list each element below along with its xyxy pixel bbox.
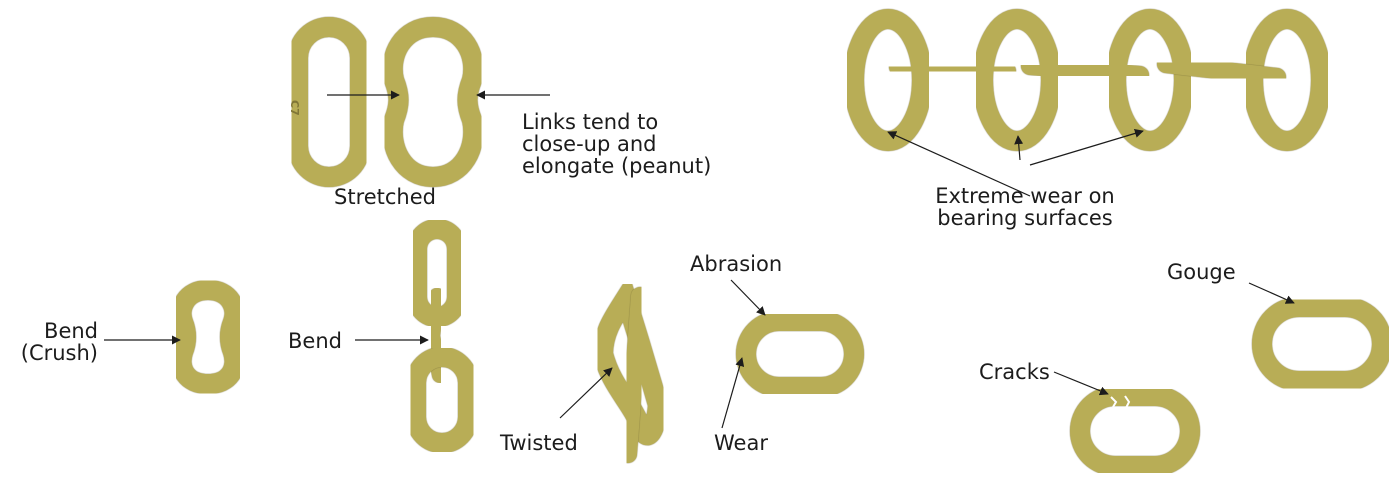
bend-crush-label: Bend (Crush) — [0, 320, 98, 364]
connector-link-1 — [898, 67, 1007, 71]
bend-crush-chain — [182, 228, 235, 457]
peanut-label: Links tend to close-up and elongate (pea… — [522, 111, 762, 177]
abrasion-arrow — [731, 280, 765, 315]
gouged-link-body — [1262, 307, 1382, 381]
c7-stamp: C7 — [288, 100, 301, 116]
wear-label: Wear — [714, 432, 794, 454]
cracked-link-body — [1080, 396, 1190, 466]
normal-link — [298, 27, 360, 177]
worn-link-2 — [983, 19, 1051, 141]
stretched-label: Stretched — [310, 186, 460, 208]
bend-chain — [416, 229, 468, 443]
worn-chain — [854, 19, 1321, 141]
abrasion-wear-chain — [746, 321, 944, 480]
peanut-link — [393, 27, 474, 177]
twisted-link — [603, 296, 658, 454]
worn-link-1 — [854, 19, 922, 141]
connector-link-2 — [1030, 66, 1140, 75]
abrasion-label: Abrasion — [690, 253, 810, 275]
bend-label: Bend — [288, 330, 358, 352]
twisted-arrow — [560, 368, 612, 418]
gouged-link — [1262, 307, 1382, 381]
extreme-wear-label: Extreme wear on bearing surfaces — [870, 185, 1180, 229]
gouge-label: Gouge — [1167, 261, 1257, 283]
twisted-rod — [628, 296, 640, 454]
gouge-arrow — [1249, 283, 1294, 303]
wear-arrow — [722, 358, 742, 428]
twisted-label: Twisted — [500, 432, 600, 454]
cracked-link — [1080, 396, 1190, 466]
wear-arrow-3 — [1030, 131, 1143, 165]
stretched-links: C7 — [288, 27, 473, 177]
cracks-label: Cracks — [979, 361, 1079, 383]
